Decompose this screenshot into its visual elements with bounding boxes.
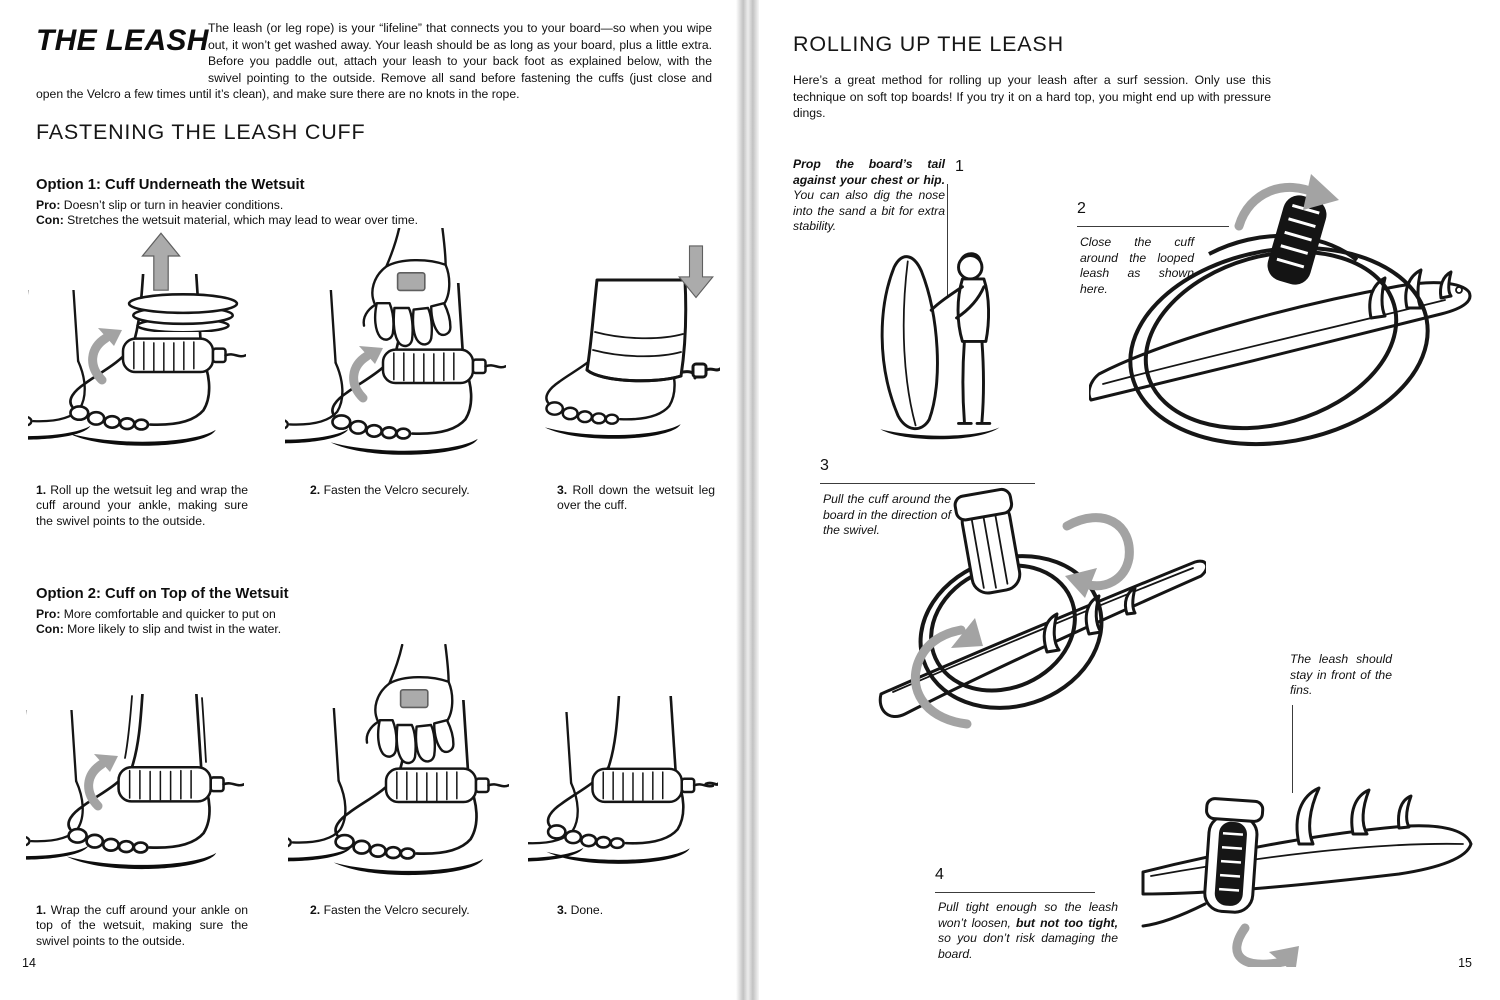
option1-con: Con: Stretches the wetsuit material, whi… [36,213,696,228]
caption-option1-step2: 2. Fasten the Velcro securely. [310,483,515,498]
option1-heading: Option 1: Cuff Underneath the Wetsuit [36,177,305,193]
illustration-option1-step1 [28,232,246,448]
illustration-tightened-cuff-on-tail [1141,786,1473,967]
step2-number: 2 [1077,200,1086,217]
caption-option2-step3: 3. Done. [557,903,715,918]
caption-option1-step3: 3. Roll down the wetsuit leg over the cu… [557,483,715,514]
option2-heading: Option 2: Cuff on Top of the Wetsuit [36,586,289,602]
caption-step4: Pull tight enough so the leash won’t loo… [938,900,1118,962]
caption-step2: Close the cuff around the looped leash a… [1080,235,1194,297]
intro-section: THE LEASH The leash (or leg rope) is you… [36,20,712,103]
pro-label: Pro: [36,198,61,212]
step2-rule [1077,226,1229,227]
illustration-option2-step1 [26,694,244,871]
pro-label: Pro: [36,607,61,621]
step4-number: 4 [935,866,944,883]
note-leash-in-front-of-fins: The leash should stay in front of the fi… [1290,652,1392,698]
pro-text: Doesn’t slip or turn in heavier conditio… [63,198,284,212]
step-text: Close the cuff around the looped leash a… [1080,235,1194,296]
section-heading: FASTENING THE LEASH CUFF [36,120,366,144]
hands-icon [362,228,452,348]
page-title: THE LEASH [36,24,209,57]
rotate-arrow-icon [1234,174,1339,231]
page-number-left: 14 [22,956,36,970]
step1-leader-line [947,184,948,298]
option2-pro: Pro: More comfortable and quicker to put… [36,607,696,622]
page-gutter [736,0,760,1000]
pro-text: More comfortable and quicker to put on [63,607,276,621]
step-number: 3. [557,483,568,497]
option2-header: Option 2: Cuff on Top of the Wetsuit Pro… [36,586,696,637]
pull-tight-arrow-icon [1232,923,1299,967]
hands-icon [365,644,455,765]
option2-con: Con: More likely to slip and twist in th… [36,622,696,637]
illustration-pull-cuff-around-board [878,487,1206,729]
intro-paragraph: The leash (or leg rope) is your “lifelin… [36,21,712,102]
step3-number: 3 [820,457,829,474]
step-number: 3. [557,903,568,917]
leash-cuff [1203,797,1265,914]
wrap-arrow-icon [349,346,383,403]
section-heading-right: ROLLING UP THE LEASH [793,32,1064,56]
step-text: Done. [570,903,604,917]
page-left: THE LEASH The leash (or leg rope) is you… [0,0,737,1000]
twist-arrow-icon [1062,513,1134,598]
caption-option2-step1: 1. Wrap the cuff around your ankle on to… [36,903,248,949]
step-text-bold: but not too tight, [1016,915,1118,930]
step-text: Fasten the Velcro securely. [323,903,470,917]
step1-number: 1 [955,158,964,175]
note-leader-line [1292,705,1293,793]
wrap-arrow-icon [84,754,118,811]
option1-pro: Pro: Doesn’t slip or turn in heavier con… [36,198,696,213]
step-number: 1. [36,483,47,497]
illustration-option2-step2 [288,644,509,877]
step-number: 2. [310,483,321,497]
step3-rule [820,483,1035,484]
step-text: Pull the cuff around the board in the di… [823,492,951,538]
illustration-option2-step3 [528,696,718,866]
rotate-up-arrow-icon [910,618,983,729]
step-text: You can also dig the nose into the sand … [793,188,945,234]
step-text-bold: Prop the board’s tail against your chest… [793,157,945,187]
step-number: 1. [36,903,47,917]
step-text: Fasten the Velcro securely. [323,483,470,497]
step-text: Pull tight enough so the leash won’t loo… [938,900,1118,930]
illustration-option1-step3 [543,245,720,441]
caption-option1-step1: 1. Roll up the wetsuit leg and wrap the … [36,483,248,529]
con-text: More likely to slip and twist in the wat… [67,621,282,636]
step-text: Wrap the cuff around your ankle on top o… [36,903,248,948]
caption-step1: Prop the board’s tail against your chest… [793,157,945,235]
option1-header: Option 1: Cuff Underneath the Wetsuit Pr… [36,177,696,228]
illustration-surfer-holding-board [880,252,1000,440]
con-label: Con: [36,621,64,636]
step-text: so you don’t risk damaging the board. [938,931,1118,961]
up-arrow-icon [141,232,181,291]
leash-cuff [1267,195,1327,285]
intro-paragraph-right: Here’s a great method for rolling up you… [793,73,1271,121]
illustration-looped-leash-on-board [1089,174,1472,447]
step-text: Roll down the wetsuit leg over the cuff. [557,483,715,513]
step-number: 2. [310,903,321,917]
illustration-option1-step2 [285,228,506,457]
caption-step3: Pull the cuff around the board in the di… [823,492,951,539]
con-label: Con: [36,212,64,227]
con-text: Stretches the wetsuit material, which ma… [67,212,419,227]
leash-cuff [953,487,1022,595]
page-number-right: 15 [1458,956,1472,970]
step-text: Roll up the wetsuit leg and wrap the cuf… [36,483,248,528]
page-right: ROLLING UP THE LEASH Here’s a great meth… [759,0,1500,1000]
wrap-arrow-icon [88,328,122,385]
step4-rule [935,892,1095,893]
caption-option2-step2: 2. Fasten the Velcro securely. [310,903,515,918]
